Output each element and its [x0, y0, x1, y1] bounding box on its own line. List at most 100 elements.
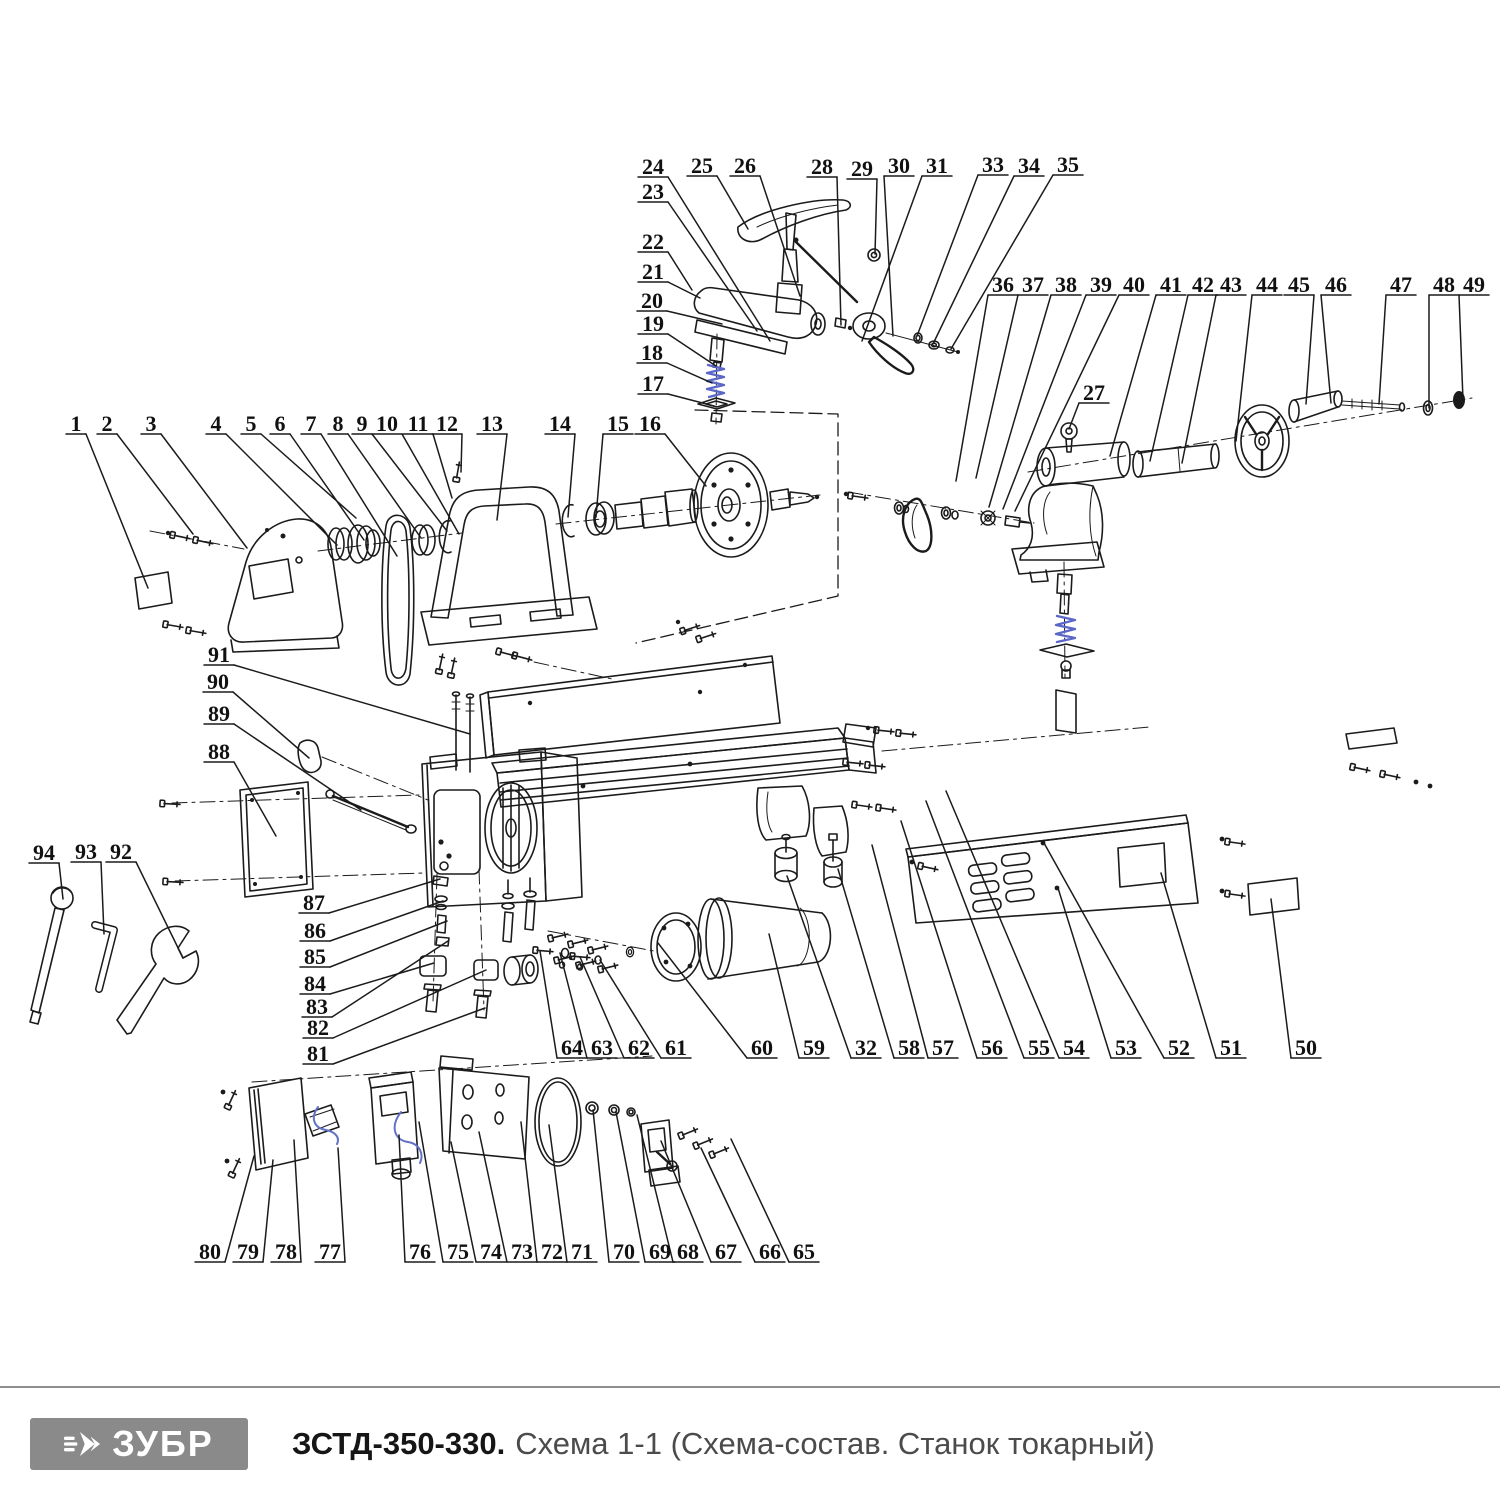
svg-text:46: 46	[1325, 272, 1347, 297]
svg-text:11: 11	[408, 411, 429, 436]
svg-text:6: 6	[275, 411, 286, 436]
headstock-stand	[420, 486, 598, 646]
svg-text:85: 85	[304, 944, 326, 969]
svg-text:2: 2	[102, 411, 113, 436]
callout-31: 31	[861, 153, 953, 342]
faceplate	[693, 452, 769, 558]
motor-end-cap	[650, 912, 702, 982]
callout-90: 90	[202, 669, 310, 759]
spacer	[419, 955, 447, 977]
callout-15: 15	[595, 411, 634, 518]
belt-cover	[134, 518, 344, 653]
zubr-logo: ЗУБР	[30, 1418, 248, 1470]
star-knob	[1060, 422, 1078, 440]
svg-text:32: 32	[855, 1035, 877, 1060]
svg-text:59: 59	[803, 1035, 825, 1060]
svg-text:12: 12	[436, 411, 458, 436]
svg-text:76: 76	[409, 1239, 431, 1264]
svg-text:70: 70	[613, 1239, 635, 1264]
svg-text:42: 42	[1192, 272, 1214, 297]
callout-79: 79	[232, 1159, 274, 1264]
callout-55: 55	[925, 800, 1055, 1060]
callout-37: 37	[975, 272, 1049, 479]
callout-12: 12	[431, 411, 463, 473]
svg-text:79: 79	[237, 1239, 259, 1264]
callout-45: 45	[1283, 272, 1315, 405]
exploded-view-drawing: 1234567891011121314151617181920212223242…	[28, 152, 1490, 1264]
handle-grip	[297, 739, 322, 774]
svg-text:83: 83	[306, 994, 328, 1019]
svg-text:91: 91	[208, 642, 230, 667]
svg-text:67: 67	[715, 1239, 737, 1264]
svg-text:50: 50	[1295, 1035, 1317, 1060]
svg-text:69: 69	[649, 1239, 671, 1264]
callout-60: 60	[657, 942, 778, 1060]
svg-text:4: 4	[211, 411, 222, 436]
callout-32: 32	[786, 875, 882, 1060]
svg-text:81: 81	[307, 1041, 329, 1066]
callout-62: 62	[579, 956, 655, 1060]
callout-88: 88	[203, 739, 277, 837]
svg-text:34: 34	[1018, 153, 1040, 178]
callout-72: 72	[520, 1121, 568, 1264]
callout-75: 75	[418, 1121, 474, 1264]
belt-drive	[327, 514, 452, 686]
splash-panel	[487, 655, 781, 756]
callout-24: 24	[637, 154, 771, 342]
lathe-bed	[479, 655, 1398, 888]
panel-label	[1117, 842, 1167, 888]
callout-6: 6	[269, 411, 365, 541]
callout-42: 42	[1149, 272, 1219, 462]
svg-text:72: 72	[541, 1239, 563, 1264]
access-door	[239, 781, 314, 898]
brand-name: ЗУБР	[112, 1423, 214, 1464]
svg-text:53: 53	[1115, 1035, 1137, 1060]
model-number: ЗСТД-350-330.	[292, 1426, 506, 1461]
svg-text:40: 40	[1123, 272, 1145, 297]
svg-text:80: 80	[199, 1239, 221, 1264]
callout-3: 3	[140, 411, 248, 549]
callout-56: 56	[900, 820, 1008, 1060]
svg-text:90: 90	[207, 669, 229, 694]
svg-text:77: 77	[319, 1239, 341, 1264]
gasket-ring	[534, 1077, 582, 1167]
svg-text:14: 14	[549, 411, 571, 436]
callout-91: 91	[203, 642, 471, 735]
service-tools	[29, 886, 200, 1035]
zubr-logo-icon	[64, 1432, 101, 1456]
callout-5: 5	[240, 411, 357, 519]
svg-text:93: 93	[75, 839, 97, 864]
svg-text:55: 55	[1028, 1035, 1050, 1060]
callout-64: 64	[539, 950, 588, 1060]
callout-77: 77	[314, 1147, 346, 1264]
svg-text:74: 74	[480, 1239, 502, 1264]
svg-text:27: 27	[1083, 380, 1105, 405]
callout-46: 46	[1320, 272, 1352, 404]
callout-22: 22	[637, 229, 693, 291]
svg-text:38: 38	[1055, 272, 1077, 297]
callout-9: 9	[351, 411, 448, 532]
drawing-title: ЗСТД-350-330. Схема 1-1 (Схема-состав. С…	[292, 1426, 1155, 1462]
callout-87: 87	[298, 878, 441, 915]
callout-26: 26	[729, 153, 801, 297]
drive-belt	[381, 514, 415, 686]
callout-17: 17	[637, 371, 715, 407]
footer-divider	[0, 1386, 1500, 1388]
callout-54: 54	[945, 790, 1090, 1060]
callout-8: 8	[327, 411, 422, 539]
callout-13: 13	[476, 411, 508, 521]
callout-59: 59	[768, 933, 830, 1060]
callout-47: 47	[1378, 272, 1417, 405]
wire	[312, 1106, 339, 1145]
svg-text:9: 9	[357, 411, 368, 436]
callout-83: 83	[301, 940, 449, 1019]
tailstock-assembly	[843, 390, 1465, 679]
svg-text:75: 75	[447, 1239, 469, 1264]
svg-text:20: 20	[641, 288, 663, 313]
svg-text:92: 92	[110, 839, 132, 864]
svg-text:5: 5	[246, 411, 257, 436]
callout-78: 78	[270, 1139, 302, 1264]
svg-text:51: 51	[1220, 1035, 1242, 1060]
svg-text:29: 29	[851, 156, 873, 181]
callout-50: 50	[1270, 898, 1322, 1060]
